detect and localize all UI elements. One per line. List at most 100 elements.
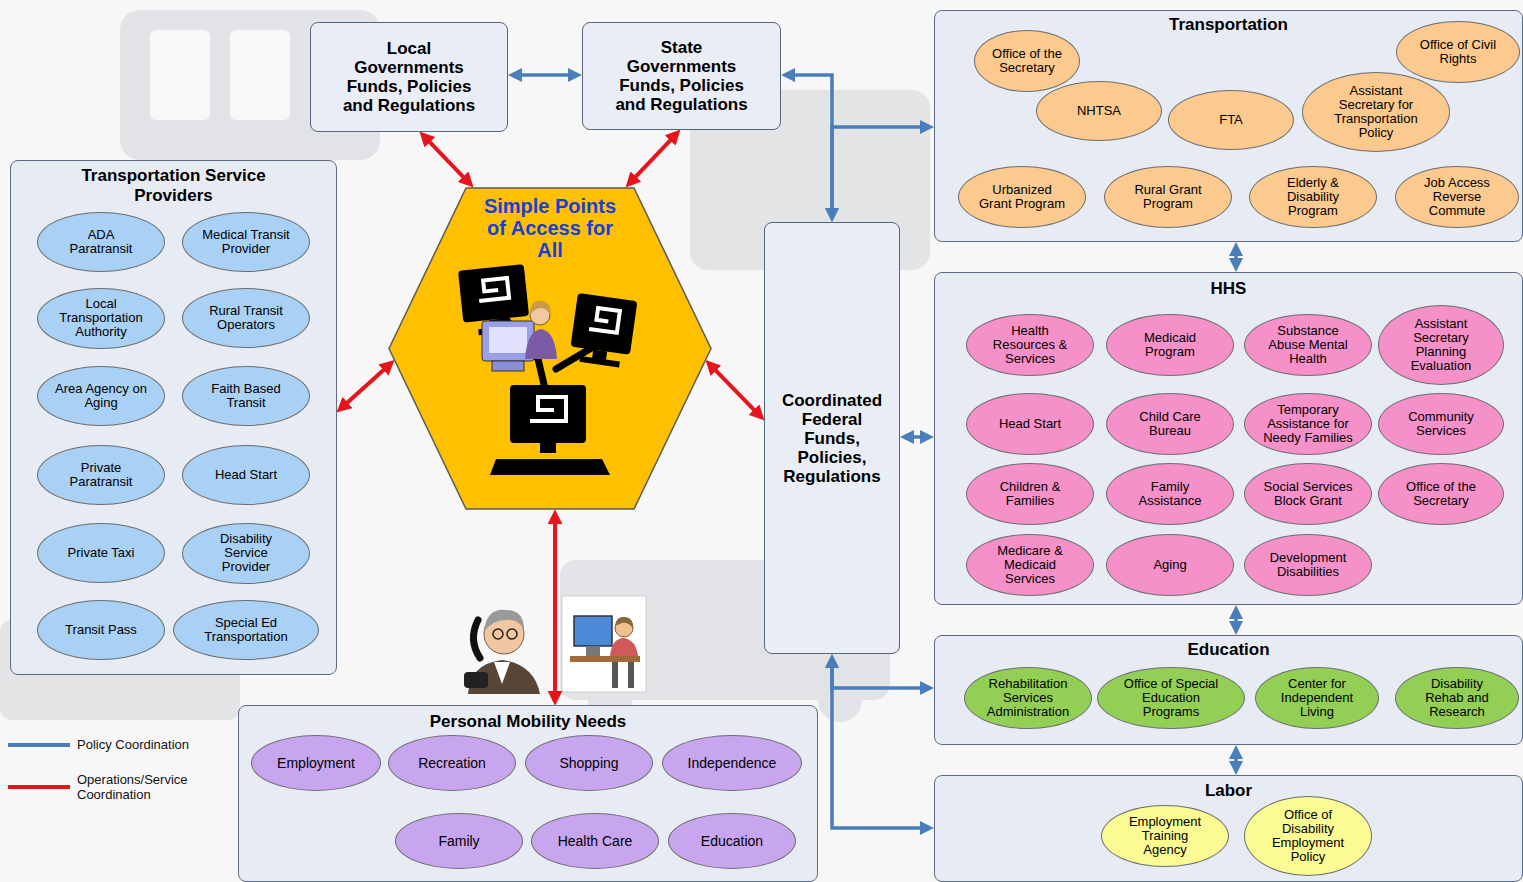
panel-heading: Education [1079,640,1379,660]
policy-coordination-arrow [910,435,924,439]
oval-label: Community Services [1396,410,1487,438]
program-oval: Office of Special Education Programs [1097,667,1245,729]
panel-heading: Personal Mobility Needs [328,712,728,732]
program-oval: Employment Training Agency [1101,805,1229,867]
program-oval: Children & Families [966,463,1094,525]
program-oval: Health Care [531,813,659,869]
oval-label: Development Disabilities [1262,551,1354,579]
oval-label: Recreation [418,756,486,771]
program-oval: Community Services [1378,393,1504,455]
oval-label: Employment [277,756,355,771]
oval-label: Medicare & Medicaid Services [984,544,1076,586]
oval-label: Area Agency on Aging [55,382,147,410]
department-panel: HHS Health Resources & Services Medicaid P… [934,272,1523,605]
oval-label: Office of Disability Employment Policy [1262,808,1354,864]
oval-label: Assistant Secretary Planning Evaluation [1396,317,1487,373]
oval-label: Children & Families [984,480,1076,508]
oval-label: Transit Pass [65,623,137,637]
program-oval: Head Start [182,445,310,505]
department-panel: LaborEmployment Training Agency Office of… [934,775,1523,882]
department-panel: EducationRehabilitation Services Adminis… [934,635,1523,745]
oval-label: Office of the Secretary [989,47,1065,75]
oval-label: Assistant Secretary for Transportation P… [1323,84,1430,140]
oval-label: Medicaid Program [1124,331,1216,359]
oval-label: Rehabilitation Services Administration [982,677,1074,719]
legend-label: Policy Coordination [77,737,227,752]
program-oval: Family Assistance [1106,463,1234,525]
oval-label: Local Transportation Authority [55,297,147,339]
service-coordination-arrow [633,137,673,179]
oval-label: Employment Training Agency [1119,815,1211,857]
program-oval: Temporary Assistance for Needy Families [1244,393,1372,455]
program-oval: Private Taxi [37,523,165,583]
program-oval: Area Agency on Aging [37,366,165,426]
program-oval: Assistant Secretary Planning Evaluation [1378,305,1504,385]
hexagon-label: Simple Points of Access for All [480,195,620,261]
service-coordination-arrow [553,520,557,695]
oval-label: Urbanized Grant Program [976,183,1068,211]
legend-line [8,743,70,747]
oval-label: Center for Independent Living [1272,677,1361,719]
program-oval: Shopping [525,735,653,791]
oval-label: Temporary Assistance for Needy Families [1262,403,1354,445]
program-oval: Faith Based Transit [182,366,310,426]
program-oval: Private Paratransit [37,445,165,505]
federal-box: Coordinated Federal Funds, Policies, Reg… [764,222,900,654]
program-oval: Rural Grant Program [1104,166,1232,228]
government-box: State Governments Funds, Policies and Re… [582,22,781,130]
program-oval: Medical Transit Provider [182,212,310,272]
program-oval: Child Care Bureau [1106,393,1234,455]
oval-label: Education [701,834,763,849]
program-oval: Office of Civil Rights [1396,21,1520,83]
program-oval: Center for Independent Living [1255,667,1379,729]
legend-line [8,785,70,789]
oval-label: Private Taxi [68,546,135,560]
program-oval: Job Access Reverse Commute [1395,166,1519,228]
legend-label: Operations/Service Coordination [77,772,227,802]
program-oval: Disability Rehab and Research [1395,667,1519,729]
program-oval: Assistant Secretary for Transportation P… [1302,72,1450,152]
oval-label: Faith Based Transit [200,382,292,410]
program-oval: Elderly & Disability Program [1249,166,1377,228]
box-label: State Governments Funds, Policies and Re… [607,38,757,114]
oval-label: Head Start [215,468,277,482]
program-oval: Development Disabilities [1244,534,1372,596]
government-box: Local Governments Funds, Policies and Re… [310,22,508,132]
oval-label: Job Access Reverse Commute [1412,176,1501,218]
program-oval: Independence [662,735,802,791]
panel-heading: Labor [1079,781,1379,801]
program-oval: Office of the Secretary [974,30,1080,92]
oval-label: Substance Abuse Mental Health [1262,324,1354,366]
oval-label: Head Start [999,417,1061,431]
oval-label: Elderly & Disability Program [1267,176,1359,218]
department-panel: TransportationOffice of the Secretary Off… [934,10,1523,242]
oval-label: FTA [1219,113,1243,127]
program-oval: Social Services Block Grant [1244,463,1372,525]
program-oval: Family [395,813,523,869]
policy-coordination-arrow [791,75,832,212]
program-oval: Disability Service Provider [182,523,310,584]
program-oval: Rural Transit Operators [182,288,310,348]
program-oval: Health Resources & Services [966,314,1094,376]
policy-coordination-arrow [1234,755,1238,765]
service-coordination-arrow [427,139,466,180]
oval-label: Private Paratransit [55,461,147,489]
program-oval: FTA [1168,90,1294,150]
oval-label: Aging [1153,558,1186,572]
panel-heading: Transportation Service Providers [49,166,299,206]
program-oval: Head Start [966,393,1094,455]
oval-label: ADA Paratransit [55,228,147,256]
oval-label: Shopping [559,756,618,771]
box-label: Local Governments Funds, Policies and Re… [334,39,484,115]
panel-heading: Transportation [1079,15,1379,35]
box-label: Coordinated Federal Funds, Policies, Reg… [776,391,888,486]
service-coordination-arrow [344,367,386,405]
program-oval: Urbanized Grant Program [958,166,1086,228]
program-oval: ADA Paratransit [37,212,165,272]
policy-coordination-arrow [832,664,924,688]
policy-coordination-arrow [1234,252,1238,262]
panel-heading: HHS [1079,279,1379,299]
program-oval: Medicare & Medicaid Services [966,534,1094,596]
legend-samples [0,730,80,830]
